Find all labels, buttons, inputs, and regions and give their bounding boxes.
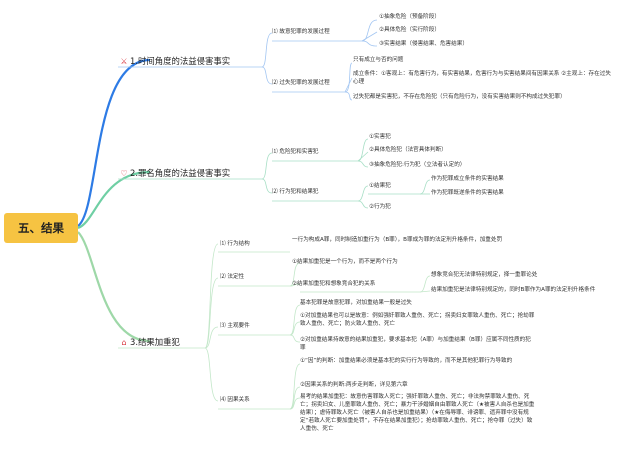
node-one-act[interactable]: ①结果加重犯是一个行为，而不是两个行为 <box>292 259 398 265</box>
node-conduct-vs-result[interactable]: ⑵ 行为犯和结果犯 <box>272 189 319 195</box>
heart-icon: ♡ <box>120 169 128 178</box>
node-statutory[interactable]: ⑵ 法定性 <box>220 274 245 280</box>
node-intent-process[interactable]: ⑴ 故意犯罪的发展过程 <box>272 29 330 35</box>
branch-crime-angle-label: 2.罪名角度的法益侵害事实 <box>130 168 231 178</box>
node-imaginative-concurrence[interactable]: ②结果加重犯和想象竞合犯的关系 <box>292 281 376 287</box>
node-result-crime[interactable]: ①结果犯 <box>369 183 391 189</box>
node-harm-crime[interactable]: ①实害犯 <box>369 134 391 140</box>
branch-aggravated-result[interactable]: ⌂3.结果加重犯 <box>120 337 180 348</box>
node-negligence-harm-only[interactable]: 过失犯都是实害犯，不存在危险犯（只有危险行为，没有实害结果则不构成过失犯罪） <box>353 94 566 100</box>
node-different-nature[interactable]: ②对加重结果持故意的结果加重犯，要求基本犯（A罪）与加重结果（B罪）应属不同性质… <box>300 337 531 351</box>
node-two-step[interactable]: ②因果关系的判断:两步走判断，详见第六章 <box>300 382 408 388</box>
connector-root-b3 <box>77 231 151 343</box>
root-node[interactable]: 五、结果 <box>4 213 78 243</box>
node-conduct-structure[interactable]: ⑴ 行为结构 <box>220 241 250 247</box>
branch-time-angle[interactable]: ⚔1.时间角度的法益侵害事实 <box>120 56 230 67</box>
connectors-b2 <box>118 138 431 209</box>
node-negligence-conditions[interactable]: 成立条件：①客观上：有危害行为，有实害结果，危害行为与实害结果间有因果关系 ②主… <box>353 71 611 85</box>
node-concrete-danger[interactable]: ②具体危险（实行阶段） <box>379 27 440 33</box>
node-intent-aggravation[interactable]: ①对加重结果也可以是故意：例如强奸罪致人重伤、死亡；拐卖妇女罪致人重伤、死亡；抢… <box>300 313 535 327</box>
node-concurrence-no-rule[interactable]: 想象竞合犯无法律特别规定，择一重罪论处 <box>431 272 538 278</box>
root-label: 五、结果 <box>18 221 64 235</box>
node-basic-intent[interactable]: 基本犯罪是故意犯罪，对加重结果一般是过失 <box>300 300 412 306</box>
node-cause-judgment[interactable]: ①“因”的判断：加重结果必须是基本犯的实行行为导致的，而不是其他犯罪行为导致的 <box>300 358 513 364</box>
node-concrete-danger-crime[interactable]: ②具体危险犯（法官具体判断） <box>369 147 447 153</box>
connectors-b3 <box>118 243 431 410</box>
node-structure-text[interactable]: 一行为构成A罪，同时制造加重行为（B罪），B罪成为罪的法定刑升格条件，加重处罚 <box>292 237 503 243</box>
node-common-aggravated[interactable]: 易考的结果加重犯：故意伤害罪致人死亡；强奸罪致人重伤、死亡；非法拘禁罪致人重伤、… <box>300 394 535 432</box>
node-danger-vs-harm[interactable]: ⑴ 危险犯和实害犯 <box>272 149 319 155</box>
house-icon: ⌂ <box>121 338 127 347</box>
connector-root-b1 <box>77 58 151 227</box>
node-abstract-danger-crime[interactable]: ③抽象危险犯:行为犯（立法者认定的） <box>369 162 466 168</box>
branch-crime-angle[interactable]: ♡2.罪名角度的法益侵害事实 <box>120 168 230 179</box>
connectors-b1 <box>118 19 378 101</box>
node-subjective[interactable]: ⑶ 主观要件 <box>220 323 250 329</box>
node-behavior-crime[interactable]: ②行为犯 <box>369 204 391 210</box>
branch-aggravated-result-label: 3.结果加重犯 <box>130 337 180 347</box>
node-abstract-danger[interactable]: ①抽象危险（预备阶段） <box>379 14 440 20</box>
node-actual-harm[interactable]: ③实害结果（侵害结果、危害结果） <box>379 41 468 47</box>
node-result-establishment[interactable]: 作为犯罪成立条件的实害结果 <box>431 176 504 182</box>
connector-root-b2 <box>77 170 151 230</box>
node-negligence-existence[interactable]: 只有成立与否的问题 <box>353 57 404 63</box>
sword-cross-icon: ⚔ <box>120 57 128 66</box>
node-aggravated-special-rule[interactable]: 结果加重犯是法律特别规定的，同时B罪作为A罪的法定刑升格条件 <box>431 287 596 293</box>
node-causality[interactable]: ⑷ 因果关系 <box>220 397 250 403</box>
branch-time-angle-label: 1.时间角度的法益侵害事实 <box>130 56 231 66</box>
node-negligence-process[interactable]: ⑵ 过失犯罪的发展过程 <box>272 80 330 86</box>
node-result-completion[interactable]: 作为犯罪既遂条件的实害结果 <box>431 190 504 196</box>
